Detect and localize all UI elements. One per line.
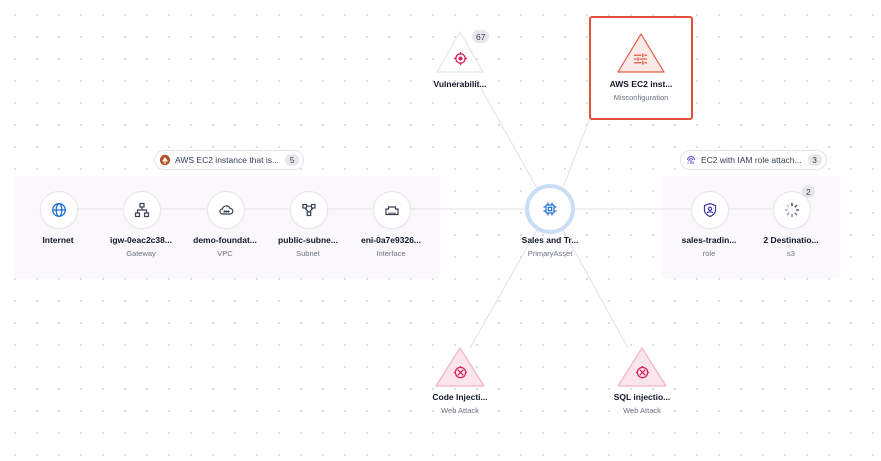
primary-ring <box>525 184 575 234</box>
node-sublabel: Web Attack <box>623 406 661 415</box>
node-circle <box>373 191 411 229</box>
cpu-icon <box>543 202 557 216</box>
node-code-injection[interactable]: Code Injecti... Web Attack <box>432 346 488 420</box>
group-badge-label: AWS EC2 instance that is... <box>175 155 280 165</box>
node-label: 2 Destinatio... <box>763 235 819 245</box>
subnet-icon <box>302 203 316 217</box>
node-label: Sales and Tr... <box>521 235 579 245</box>
sliders-icon <box>633 53 648 65</box>
node-vulnerability[interactable]: 67 Vulnerabilit... <box>433 30 490 92</box>
group-badge-label: EC2 with IAM role attach... <box>701 155 802 165</box>
target-icon <box>453 51 468 66</box>
destinations-count: 2 <box>802 185 815 198</box>
node-label: eni-0a7e9326... <box>360 235 422 245</box>
node-sublabel: Interface <box>376 249 406 258</box>
bug-icon <box>635 365 650 379</box>
group-badge-iam[interactable]: EC2 with IAM role attach... 3 <box>680 150 827 170</box>
node-circle <box>123 191 161 229</box>
node-internet[interactable]: Internet <box>40 191 78 261</box>
shield-user-icon <box>703 202 717 218</box>
node-label: demo-foundat... <box>193 235 257 245</box>
node-sublabel: VPC <box>217 249 233 258</box>
node-label: igw-0eac2c38... <box>110 235 172 245</box>
node-sublabel: Misconfiguration <box>613 93 669 102</box>
node-misconfiguration-selected[interactable]: AWS EC2 inst... Misconfiguration <box>589 16 693 120</box>
node-circle <box>691 191 729 229</box>
node-circle <box>40 191 78 229</box>
node-sublabel: Subnet <box>296 249 320 258</box>
node-circle <box>290 191 328 229</box>
fingerprint-icon <box>685 154 697 166</box>
bug-icon <box>453 365 468 379</box>
node-label: Vulnerabilit... <box>433 79 487 89</box>
network-icon <box>134 202 150 218</box>
node-label: public-subne... <box>278 235 338 245</box>
node-label: Internet <box>42 235 74 245</box>
node-sublabel: Gateway <box>126 249 156 258</box>
node-primary-asset[interactable]: Sales and Tr... PrimaryAsset <box>522 184 578 264</box>
network-warning-icon <box>159 154 171 166</box>
node-destinations[interactable]: 2 2 Destinatio... s3 <box>763 185 819 261</box>
node-label: sales-tradin... <box>681 235 737 245</box>
node-sublabel: role <box>702 249 716 258</box>
node-sublabel: Web Attack <box>441 406 479 415</box>
node-subnet[interactable]: public-subne... Subnet <box>278 191 338 261</box>
ethernet-icon <box>385 206 399 216</box>
vulnerability-count: 67 <box>472 30 490 43</box>
node-interface[interactable]: eni-0a7e9326... Interface <box>361 191 421 261</box>
node-sublabel: PrimaryAsset <box>527 249 573 258</box>
node-label: SQL injectio... <box>613 392 671 402</box>
group-badge-count: 5 <box>285 154 300 166</box>
loading-icon <box>784 202 800 218</box>
node-label: AWS EC2 inst... <box>609 79 673 89</box>
node-label: Code Injecti... <box>432 392 488 402</box>
node-circle <box>207 191 245 229</box>
cloud-icon <box>219 205 234 215</box>
node-vpc[interactable]: demo-foundat... VPC <box>193 191 257 261</box>
node-sublabel: s3 <box>787 249 795 258</box>
node-role[interactable]: sales-tradin... role <box>682 191 736 261</box>
node-gateway[interactable]: igw-0eac2c38... Gateway <box>110 191 172 261</box>
group-badge-exposure[interactable]: AWS EC2 instance that is... 5 <box>154 150 305 170</box>
triangle-shape <box>617 33 665 73</box>
globe-icon <box>52 203 66 217</box>
group-badge-count: 3 <box>807 154 822 166</box>
node-sql-injection[interactable]: SQL injectio... Web Attack <box>613 346 671 420</box>
